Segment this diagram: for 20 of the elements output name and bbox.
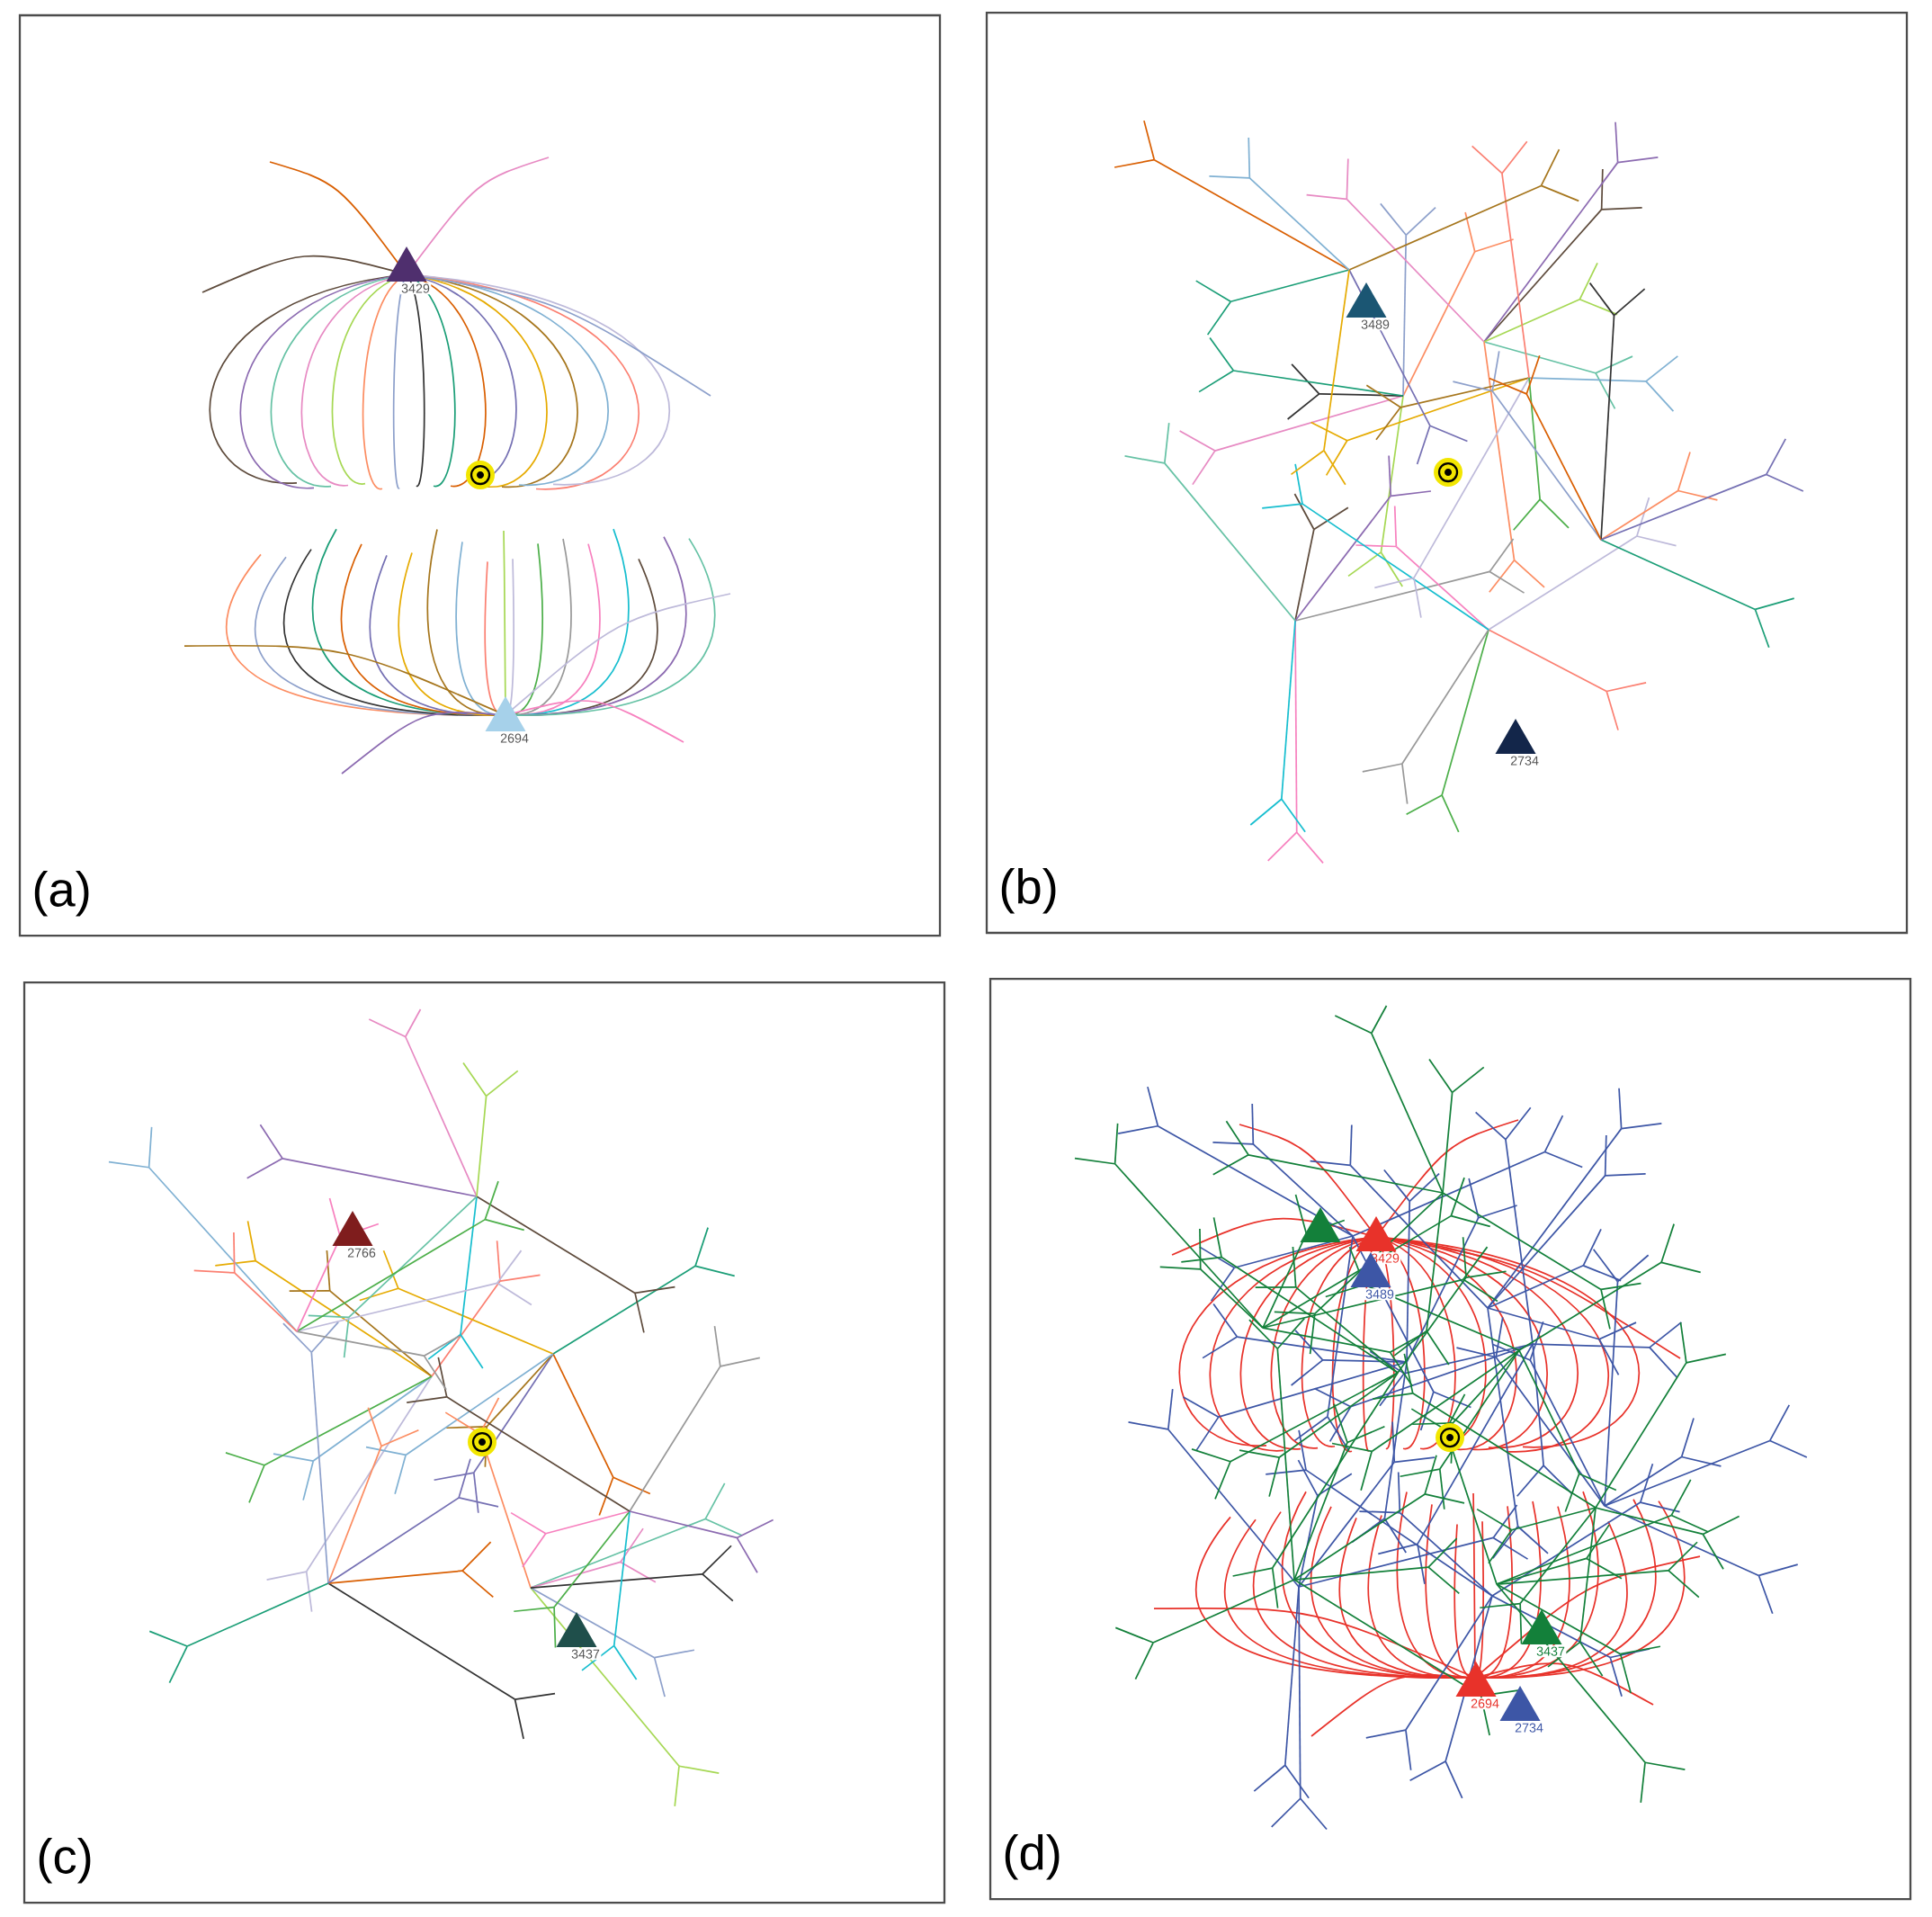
marker-triangle: 3489 [1346, 282, 1391, 331]
node-label: 2734 [1515, 1723, 1543, 1733]
marker-triangle: 2734 [1499, 1686, 1545, 1734]
node-label: 3489 [1365, 1289, 1394, 1299]
marker-triangle: 2694 [1455, 1662, 1501, 1710]
node-label: 2694 [500, 733, 529, 743]
marker-triangle: 3437 [1521, 1609, 1567, 1658]
node-label: 2694 [1471, 1698, 1499, 1708]
marker-triangle: 2694 [485, 696, 531, 745]
marker-triangle: 3429 [386, 246, 432, 295]
marker-triangle: 2766 [332, 1211, 378, 1259]
marker-triangle: 2734 [1495, 719, 1541, 767]
marker-triangle: 3437 [556, 1612, 602, 1661]
node-label: 3489 [1361, 319, 1390, 329]
node-label: 3437 [1536, 1646, 1565, 1656]
node-label: 2766 [347, 1248, 376, 1258]
node-label: 3437 [571, 1649, 600, 1659]
node-label: 2734 [1510, 756, 1539, 766]
node-label: 3429 [401, 283, 430, 293]
marker-triangle [1300, 1207, 1341, 1243]
